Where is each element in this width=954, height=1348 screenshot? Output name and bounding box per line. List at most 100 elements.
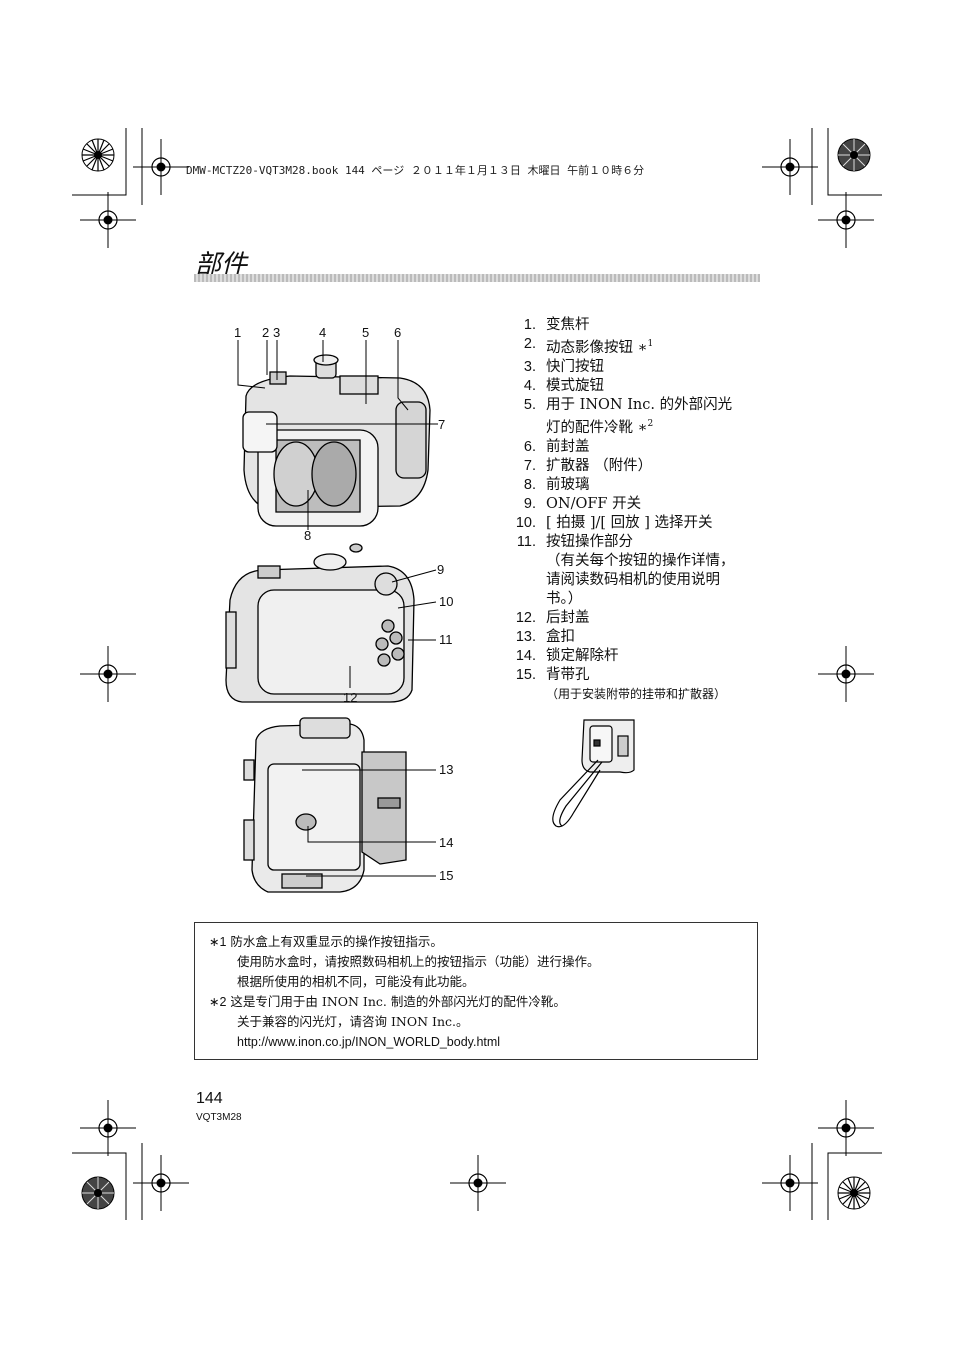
item-label: 变焦杆 <box>546 317 590 333</box>
item-number: 14. <box>515 647 536 664</box>
footnote-2: ∗2 这是专门用于由 INON Inc. 制造的外部闪光灯的配件冷靴。 <box>209 992 757 1012</box>
item-label: 后封盖 <box>546 609 590 626</box>
callout-number: 15 <box>439 868 454 883</box>
callout-number: 2 <box>262 325 270 340</box>
footnote-ref: 2 <box>647 418 654 429</box>
footnote-1: ∗1 防水盒上有双重显示的操作按钮指示。 <box>209 932 757 952</box>
item-label-text: 按钮操作部分 <box>546 533 633 550</box>
list-item: 13. 盒扣 <box>494 628 774 647</box>
list-item: 6.前封盖 <box>494 438 774 457</box>
item-label-text: 背带孔 <box>546 666 590 683</box>
corner-mark-icon <box>837 1176 871 1210</box>
item-label-cont: （有关每个按钮的操作详情， <box>546 552 735 569</box>
item-number: 2. <box>523 336 536 352</box>
item-label: 扩散器 （附件） <box>546 457 653 474</box>
callout-number: 10 <box>439 594 454 609</box>
item-label: 模式旋钮 <box>546 377 604 394</box>
book-header-line: DMW-MCTZ20-VQT3M28.book 144 ページ ２０１１年１月１… <box>186 164 645 177</box>
item-label-cont: 书。） <box>546 590 583 607</box>
list-item: 3. 快门按钮 <box>494 358 774 377</box>
footnote-url-link[interactable]: http://www.inon.co.jp/INON_WORLD_body.ht… <box>237 1035 501 1049</box>
page-number: 144 <box>196 1090 223 1107</box>
registration-mark-icon <box>79 1099 137 1157</box>
list-item: 1. 变焦杆 <box>494 316 774 335</box>
callout-number: 8 <box>304 528 312 543</box>
registration-mark-icon <box>132 1154 190 1212</box>
housing-side-illustration <box>243 717 407 893</box>
registration-mark-icon <box>449 1154 507 1212</box>
list-item: 14. 锁定解除杆 <box>494 647 774 666</box>
item-number: 15. <box>515 666 536 683</box>
callout-number: 11 <box>439 632 453 647</box>
item-label-cont: 灯的配件冷靴 ∗ <box>546 419 648 436</box>
item-number: 10. <box>515 514 536 531</box>
list-item: 7. 扩散器 （附件） <box>494 457 774 476</box>
housing-front-illustration <box>242 354 431 527</box>
item-number: 5. <box>523 396 536 413</box>
item-number: 11. <box>516 533 536 550</box>
item-label-cont: 请阅读数码相机的使用说明 <box>546 571 720 588</box>
footnote-text: 关于兼容的闪光灯，请咨询 INON Inc.。 <box>237 1014 469 1029</box>
item-number: 9. <box>523 495 536 512</box>
list-item: 8. 前玻璃 <box>494 476 774 495</box>
item-number: 1. <box>523 317 536 333</box>
registration-mark-icon <box>132 138 190 196</box>
item-label-text: 动态影像按钮 ∗ <box>546 339 648 356</box>
registration-mark-icon <box>817 1099 875 1157</box>
item-label: 快门按钮 <box>546 358 604 375</box>
footnote-mark: ∗1 <box>209 935 227 949</box>
list-item: 2. 动态影像按钮 ∗1 <box>494 335 774 358</box>
footnotes-box: ∗1 防水盒上有双重显示的操作按钮指示。 使用防水盒时，请按照数码相机上的按钮指… <box>194 922 758 1060</box>
footnote-text: 根据所使用的相机不同，可能没有此功能。 <box>237 974 475 989</box>
callout-number: 4 <box>319 325 327 340</box>
registration-mark-icon <box>817 191 875 249</box>
item-label: 前玻璃 <box>546 476 590 493</box>
registration-mark-icon <box>79 645 137 703</box>
list-item: 9. ON/OFF 开关 <box>494 495 774 514</box>
item-number: 8. <box>523 476 536 493</box>
list-item: 10. [ 拍摄 ]/[ 回放 ] 选择开关 <box>494 514 774 533</box>
document-code: VQT3M28 <box>196 1112 242 1123</box>
callout-number: 13 <box>439 762 454 777</box>
item-sublabel: （用于安装附带的挂带和扩散器） <box>546 686 727 701</box>
list-item: 12. 后封盖 <box>494 609 774 628</box>
footnote-text: 使用防水盒时，请按照数码相机上的按钮指示（功能）进行操作。 <box>237 954 600 969</box>
registration-mark-icon <box>761 138 819 196</box>
parts-list: 1. 变焦杆 2. 动态影像按钮 ∗1 3. 快门按钮 4.模式旋钮 5. 用于 INO… <box>494 316 774 704</box>
callout-number: 14 <box>439 835 454 850</box>
item-label: 背带孔 （用于安装附带的挂带和扩散器） <box>546 666 774 704</box>
item-label: 前封盖 <box>546 438 590 455</box>
callout-number: 1 <box>234 325 242 340</box>
footnote-ref: 1 <box>647 339 654 349</box>
footnote-text: 防水盒上有双重显示的操作按钮指示。 <box>230 934 443 949</box>
callout-number: 12 <box>343 690 358 705</box>
item-label: ON/OFF 开关 <box>546 495 642 512</box>
list-item: 11. 按钮操作部分 （有关每个按钮的操作详情， 请阅读数码相机的使用说明书。） <box>494 533 774 609</box>
corner-mark-icon <box>81 138 115 172</box>
item-number: 7. <box>523 457 536 474</box>
callout-number: 3 <box>273 325 281 340</box>
callout-number: 6 <box>394 325 402 340</box>
title-rule <box>194 274 760 282</box>
list-item: 4.模式旋钮 <box>494 377 774 396</box>
item-label-text: 用于 INON Inc. 的外部闪光 <box>546 396 733 413</box>
item-label: 锁定解除杆 <box>546 647 619 664</box>
item-label: 用于 INON Inc. 的外部闪光灯的配件冷靴 ∗2 <box>546 396 774 438</box>
footnote-text: 这是专门用于由 INON Inc. 制造的外部闪光灯的配件冷靴。 <box>230 994 566 1009</box>
item-number: 13. <box>515 628 536 645</box>
corner-mark-icon <box>837 138 871 172</box>
corner-mark-icon <box>81 1176 115 1210</box>
item-label: 动态影像按钮 ∗1 <box>546 335 774 358</box>
item-label: [ 拍摄 ]/[ 回放 ] 选择开关 <box>546 514 713 531</box>
footnote-mark: ∗2 <box>209 995 227 1009</box>
item-label: 盒扣 <box>546 628 575 645</box>
item-number: 3. <box>523 358 536 375</box>
housing-back-illustration <box>225 543 415 703</box>
strap-illustration <box>552 719 635 828</box>
callout-number: 5 <box>362 325 370 340</box>
registration-mark-icon <box>761 1154 819 1212</box>
item-number: 12. <box>515 609 536 626</box>
list-item: 15. 背带孔 （用于安装附带的挂带和扩散器） <box>494 666 774 704</box>
registration-mark-icon <box>79 191 137 249</box>
